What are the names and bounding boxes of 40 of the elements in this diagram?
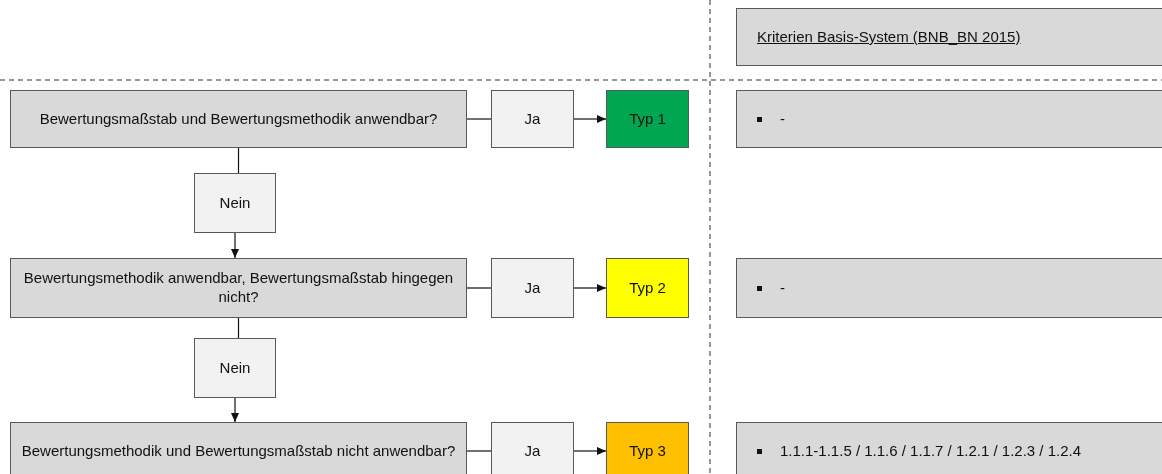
type-box (606, 258, 689, 318)
node-text: Kriterien Basis-System (BNB_BN 2015) (757, 27, 1021, 47)
connector-line (466, 450, 492, 452)
arrow (573, 115, 607, 123)
node-text: Bewertungsmethodik und Bewertungsmaßstab nicht anwendbar? (21, 441, 456, 461)
connector-line (466, 118, 492, 120)
type-box (606, 90, 689, 148)
answer-box (194, 173, 276, 233)
criteria-text: 1.1.1-1.1.5 / 1.1.6 / 1.1.7 / 1.2.1 / 1.2.3 / 1.2.4 (780, 441, 1082, 461)
node-text: Ja (524, 278, 541, 298)
node-text: Nein (219, 193, 251, 213)
decision-box (10, 258, 467, 318)
decision-box (10, 422, 467, 474)
arrow (231, 397, 239, 423)
criteria-box (736, 90, 1162, 148)
decision-box (10, 90, 467, 148)
node-text: Ja (524, 441, 541, 461)
answer-box (491, 422, 574, 474)
type-box (606, 422, 689, 474)
criteria-text: - (780, 109, 785, 129)
connector-line (237, 317, 240, 339)
criteria-text: - (780, 278, 785, 298)
node-text: Bewertungsmaßstab und Bewertungsmethodik anwendbar? (39, 109, 438, 129)
node-text: Typ 3 (629, 441, 666, 461)
arrow (573, 447, 607, 455)
node-text: Typ 1 (629, 109, 666, 129)
connector-line (466, 287, 492, 289)
answer-box (491, 258, 574, 318)
node-text: Bewertungsmethodik anwendbar, Bewertungsmaßstab hingegen nicht? (22, 269, 455, 307)
connector-line (237, 147, 240, 174)
node-text: Ja (524, 109, 541, 129)
header-box (736, 8, 1162, 66)
node-text: Typ 2 (629, 278, 666, 298)
criteria-box (736, 258, 1162, 318)
answer-box (491, 90, 574, 148)
arrow (231, 232, 239, 259)
node-text: Nein (219, 358, 251, 378)
arrow (573, 284, 607, 292)
answer-box (194, 338, 276, 398)
criteria-box (736, 422, 1162, 474)
